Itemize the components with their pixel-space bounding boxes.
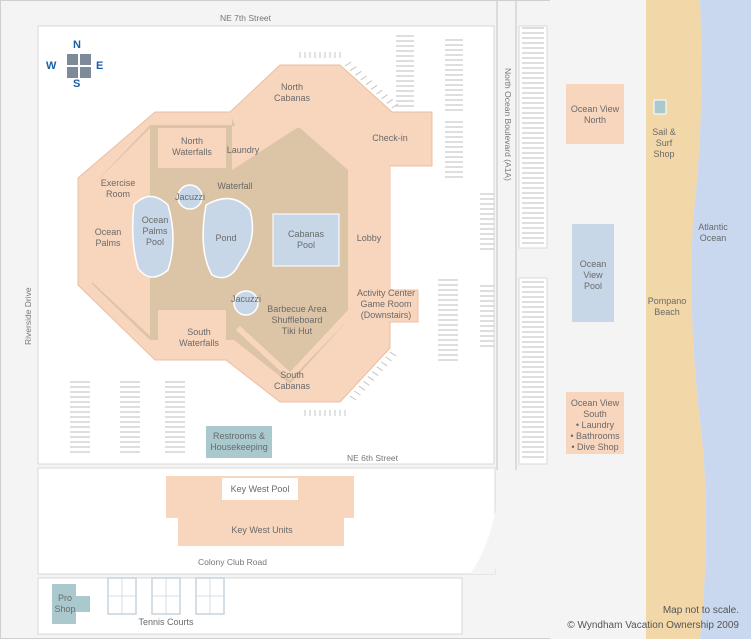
label-south-cabanas: South Cabanas: [273, 370, 311, 391]
label-lobby: Lobby: [356, 233, 382, 243]
label-bbq: Barbecue Area Shuffleboard Tiki Hut: [267, 304, 327, 336]
parking-stripes: [70, 27, 544, 458]
street-ne7: NE 7th Street: [220, 13, 272, 23]
copyright: © Wyndham Vacation Ownership 2009: [567, 620, 739, 631]
label-atlantic: Atlantic Ocean: [698, 222, 728, 243]
compass-rose: [67, 54, 91, 78]
label-restrooms: Restrooms & Housekeeping: [210, 431, 268, 452]
label-pond: Pond: [215, 233, 237, 243]
ocean-palms-pool: [131, 195, 174, 278]
compass-west-icon: W: [46, 60, 57, 72]
label-waterfall: Waterfall: [217, 181, 253, 191]
key-west-pool: [222, 478, 298, 500]
ocean-view-south: [566, 392, 624, 454]
west-wing: [92, 128, 150, 336]
label-exercise-room: Exercise Room: [100, 178, 136, 199]
label-jacuzzi-south: Jacuzzi: [230, 294, 261, 304]
label-cabanas-pool: Cabanas Pool: [287, 229, 325, 250]
label-checkin: Check-in: [372, 133, 408, 143]
pond: [202, 197, 254, 279]
ocean: [691, 0, 751, 639]
jacuzzi-south: [233, 290, 259, 316]
label-key-west-pool: Key West Pool: [230, 484, 290, 494]
label-key-west-units: Key West Units: [231, 525, 293, 535]
label-north-cabanas: North Cabanas: [273, 82, 311, 103]
north-waterfalls-wing: [158, 128, 226, 168]
scale-note: Map not to scale.: [662, 605, 739, 616]
street-ne6: NE 6th Street: [347, 453, 399, 463]
label-jacuzzi-north: Jacuzzi: [174, 192, 205, 202]
restrooms-building: [206, 426, 272, 458]
label-ocean-palms: Ocean Palms: [94, 227, 122, 248]
jacuzzi-north: [177, 184, 203, 210]
south-waterfalls-wing: [158, 310, 226, 350]
sail-surf-shop: [653, 99, 667, 115]
beach: [646, 0, 706, 639]
compass-north-icon: N: [73, 39, 81, 51]
label-pompano: Pompano Beach: [647, 296, 687, 317]
tennis-block: [37, 577, 463, 635]
label-activity-center: Activity Center Game Room (Downstairs): [356, 288, 416, 320]
parking-strip-south: [518, 277, 548, 465]
cabanas-pool: [272, 213, 340, 267]
label-north-waterfalls: North Waterfalls: [172, 136, 212, 157]
label-ocean-view-north: Ocean View North: [570, 104, 620, 125]
building-hatch: [299, 52, 399, 416]
key-west-building: [166, 476, 354, 546]
label-pro-shop: Pro Shop: [54, 593, 76, 614]
street-ocean-blvd: North Ocean Boulevard (A1A): [503, 68, 513, 181]
street-colony: Colony Club Road: [198, 557, 267, 567]
ocean-view-north: [566, 84, 624, 144]
label-tennis-courts: Tennis Courts: [138, 617, 194, 627]
pro-shop-building: [52, 584, 90, 624]
label-sail-surf: Sail & Surf Shop: [652, 127, 676, 159]
label-laundry: Laundry: [226, 145, 260, 155]
road-curve: [470, 468, 500, 574]
label-ocean-view-south: Ocean View South • Laundry • Bathrooms •…: [570, 398, 620, 452]
compass-east-icon: E: [96, 60, 104, 72]
label-south-waterfalls: South Waterfalls: [179, 327, 219, 348]
street-riverside: Riverside Drive: [23, 287, 33, 345]
compass-south-icon: S: [73, 78, 81, 90]
label-ocean-view-pool: Ocean View Pool: [579, 259, 607, 291]
label-ocean-palms-pool: Ocean Palms Pool: [141, 215, 169, 247]
ocean-view-pool: [572, 224, 614, 322]
parking-strip-north: [518, 25, 548, 249]
